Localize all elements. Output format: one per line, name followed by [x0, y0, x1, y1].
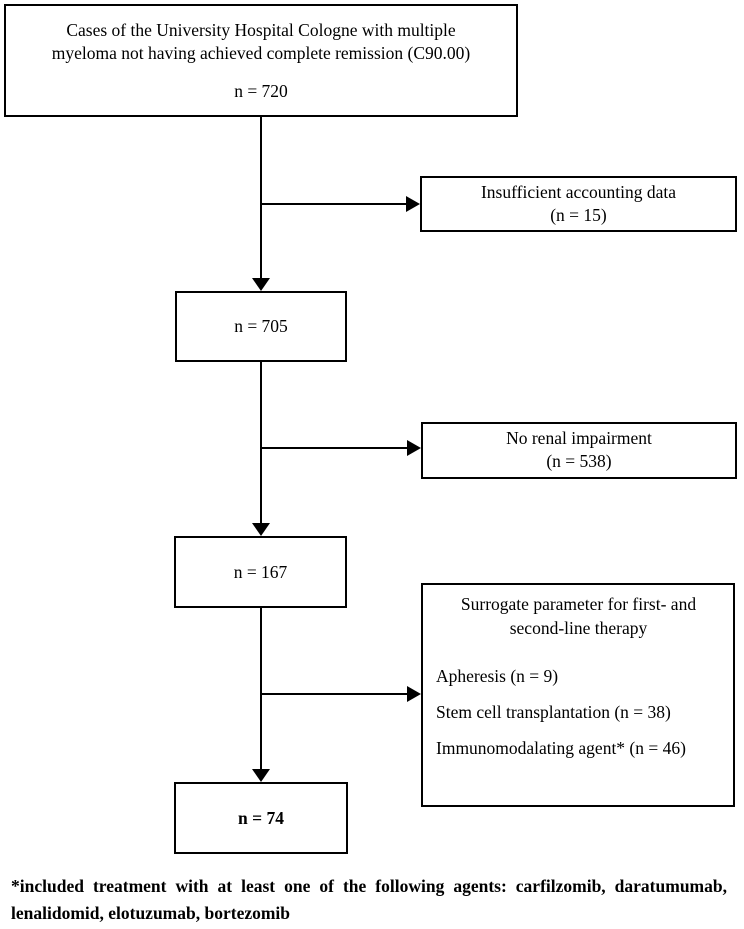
connector-hline-1: [261, 203, 406, 205]
flowchart-box-insufficient-data: Insufficient accounting data (n = 15): [420, 176, 737, 232]
cases-text-line1: Cases of the University Hospital Cologne…: [66, 20, 456, 40]
flowchart-box-n74: n = 74: [174, 782, 348, 854]
flowchart-box-n705: n = 705: [175, 291, 347, 362]
cases-text: Cases of the University Hospital Cologne…: [6, 6, 516, 103]
connector-vline-2: [260, 362, 262, 523]
cases-text-line2: myeloma not having achieved complete rem…: [51, 43, 471, 63]
arrow-right-icon-1: [406, 196, 420, 212]
connector-vline-3: [260, 608, 262, 769]
flowchart-box-surrogate-parameters: Surrogate parameter for first- and secon…: [421, 583, 735, 807]
exclusion2-line2: (n = 538): [546, 451, 612, 471]
exclusion3-item-stem-cell: Stem cell transplantation (n = 38): [436, 702, 671, 722]
exclusion3-item-apheresis: Apheresis (n = 9): [436, 666, 559, 686]
arrow-down-icon-1: [252, 278, 270, 291]
connector-hline-2: [261, 447, 407, 449]
footnote: *included treatment with at least one of…: [11, 876, 727, 923]
flowchart-box-n167: n = 167: [174, 536, 347, 608]
exclusion3-items: Apheresis (n = 9) Stem cell transplantat…: [436, 665, 721, 760]
flowchart-box-no-renal-impairment: No renal impairment (n = 538): [421, 422, 737, 479]
arrow-down-icon-2: [252, 523, 270, 536]
exclusion3-title-line1: Surrogate parameter for first- and: [460, 594, 697, 614]
exclusion3-item-immunomodalating: Immunomodalating agent* (n = 46): [436, 738, 686, 758]
connector-hline-3: [261, 693, 407, 695]
exclusion1-line1: Insufficient accounting data: [480, 182, 677, 202]
arrow-down-icon-3: [252, 769, 270, 782]
flowchart-box-cases: Cases of the University Hospital Cologne…: [4, 4, 518, 117]
connector-vline-1: [260, 117, 262, 278]
n705-label: n = 705: [234, 316, 288, 336]
exclusion1-line2: (n = 15): [550, 205, 607, 225]
exclusion2-line1: No renal impairment: [506, 428, 652, 448]
arrow-right-icon-2: [407, 440, 421, 456]
cases-count: n = 720: [234, 81, 288, 101]
exclusion3-title: Surrogate parameter for first- and secon…: [436, 592, 721, 640]
n74-label: n = 74: [238, 807, 284, 828]
exclusion3-title-line2: second-line therapy: [509, 618, 648, 638]
arrow-right-icon-3: [407, 686, 421, 702]
n167-label: n = 167: [233, 561, 288, 582]
